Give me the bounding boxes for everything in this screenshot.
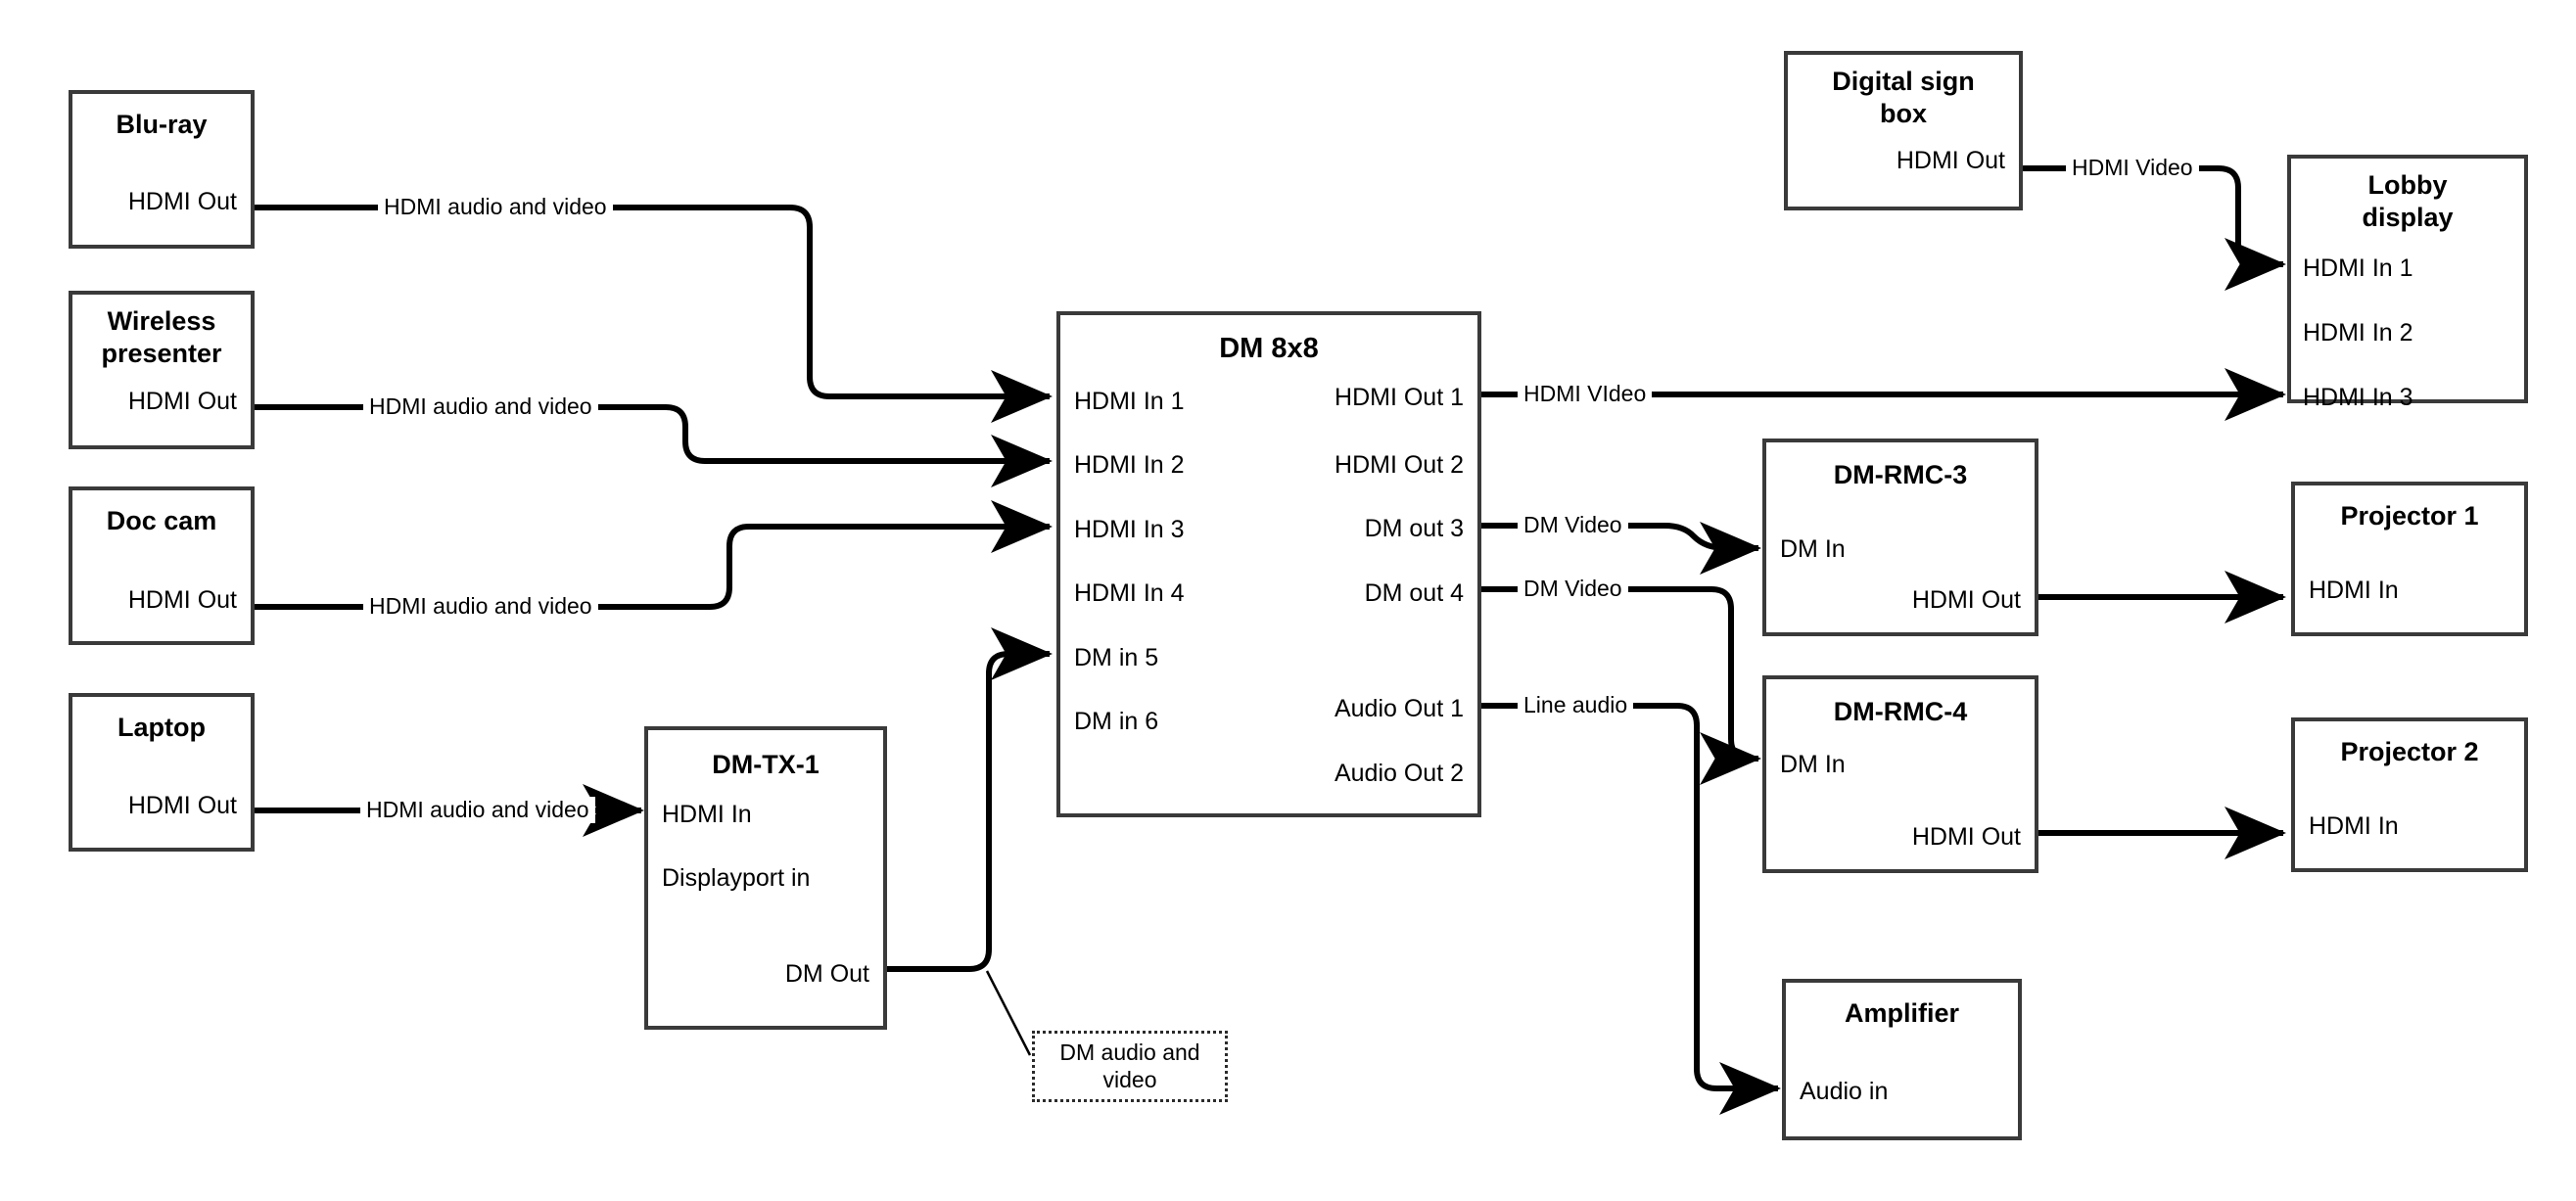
lobby-display-port-hdmi-in-2[interactable]: HDMI In 2 xyxy=(2303,319,2413,346)
dm-rmc-3-port-dm-in[interactable]: DM In xyxy=(1780,535,1846,563)
doc-cam-title: Doc cam xyxy=(106,506,217,535)
wire-dm-out4-to-rmc4 xyxy=(1480,586,1761,785)
projector-1-port-hdmi-in[interactable]: HDMI In xyxy=(2309,577,2399,604)
projector-2-title: Projector 2 xyxy=(2340,737,2479,766)
callout-dm-audio-and-video: DM audio and video xyxy=(1032,1031,1228,1102)
wire-sign-to-lobby-in1 xyxy=(2023,165,2286,291)
dm-8x8-port-audio-out-2[interactable]: Audio Out 2 xyxy=(1334,760,1464,787)
dm-8x8-port-dm-out-3[interactable]: DM out 3 xyxy=(1364,515,1464,542)
dm-8x8-port-audio-out-1[interactable]: Audio Out 1 xyxy=(1334,695,1464,722)
projector-2-port-hdmi-in[interactable]: HDMI In xyxy=(2309,812,2399,840)
wireless-presenter-title-line2: presenter xyxy=(101,339,222,368)
wire-label-sign-to-lobby: HDMI Video xyxy=(2066,155,2199,181)
device-box-blu-ray[interactable]: Blu-ray HDMI Out xyxy=(69,90,255,249)
device-box-digital-sign-box[interactable]: Digital sign box HDMI Out xyxy=(1784,51,2023,210)
wire-bluray-to-dm-in1 xyxy=(254,205,1053,423)
dm-8x8-port-hdmi-in-2[interactable]: HDMI In 2 xyxy=(1074,451,1185,479)
dm-8x8-port-hdmi-in-4[interactable]: HDMI In 4 xyxy=(1074,579,1185,607)
dm-rmc-4-title: DM-RMC-4 xyxy=(1833,697,1968,726)
dm-tx-1-port-hdmi-in[interactable]: HDMI In xyxy=(662,801,752,828)
dm-8x8-port-hdmi-in-1[interactable]: HDMI In 1 xyxy=(1074,388,1185,415)
wire-label-dm-out-3: DM Video xyxy=(1518,512,1628,538)
dm-8x8-port-dm-out-4[interactable]: DM out 4 xyxy=(1364,579,1464,607)
dm-8x8-port-hdmi-out-2[interactable]: HDMI Out 2 xyxy=(1335,451,1464,479)
device-box-wireless-presenter[interactable]: Wireless presenter HDMI Out xyxy=(69,291,255,449)
dm-rmc-4-port-dm-in[interactable]: DM In xyxy=(1780,751,1846,778)
wire-label-dm-out-4: DM Video xyxy=(1518,576,1628,602)
lobby-display-port-hdmi-in-1[interactable]: HDMI In 1 xyxy=(2303,254,2413,282)
dm-8x8-port-hdmi-out-1[interactable]: HDMI Out 1 xyxy=(1335,384,1464,411)
wire-label-laptop: HDMI audio and video xyxy=(360,797,595,823)
wireless-presenter-port-hdmi-out[interactable]: HDMI Out xyxy=(127,388,237,415)
dm-tx-1-port-displayport-in[interactable]: Displayport in xyxy=(662,864,811,892)
laptop-port-hdmi-out[interactable]: HDMI Out xyxy=(127,792,237,819)
wire-audio-out1-to-amplifier xyxy=(1480,703,1781,1115)
note-leader-line xyxy=(985,970,1032,1056)
amplifier-title: Amplifier xyxy=(1844,998,1960,1028)
device-box-doc-cam[interactable]: Doc cam HDMI Out xyxy=(69,486,255,645)
amplifier-port-audio-in[interactable]: Audio in xyxy=(1800,1078,1889,1105)
dm-8x8-port-dm-in-6[interactable]: DM in 6 xyxy=(1074,708,1159,735)
callout-line2: video xyxy=(1102,1066,1157,1092)
wireless-presenter-title-line1: Wireless xyxy=(107,306,216,336)
digital-sign-box-port-hdmi-out[interactable]: HDMI Out xyxy=(1896,147,2005,174)
dm-tx-1-port-dm-out[interactable]: DM Out xyxy=(784,960,869,988)
dm-8x8-port-hdmi-in-3[interactable]: HDMI In 3 xyxy=(1074,516,1185,543)
dm-8x8-title: DM 8x8 xyxy=(1219,333,1319,364)
device-box-dm-8x8[interactable]: DM 8x8 HDMI In 1 HDMI In 2 HDMI In 3 HDM… xyxy=(1056,311,1481,817)
laptop-title: Laptop xyxy=(117,713,206,742)
doc-cam-port-hdmi-out[interactable]: HDMI Out xyxy=(127,586,237,614)
digital-sign-box-title-line1: Digital sign xyxy=(1832,67,1975,96)
wire-label-hdmi-out-1: HDMI VIdeo xyxy=(1518,381,1653,407)
dm-rmc-3-title: DM-RMC-3 xyxy=(1833,460,1968,489)
wire-dmtx-to-dm-in5 xyxy=(886,627,1053,972)
wire-label-bluray: HDMI audio and video xyxy=(378,194,613,220)
wire-label-audio-out-1: Line audio xyxy=(1518,692,1634,718)
blu-ray-title: Blu-ray xyxy=(116,110,208,139)
device-box-dm-tx-1[interactable]: DM-TX-1 HDMI In Displayport in DM Out xyxy=(644,726,887,1030)
dm-8x8-port-dm-in-5[interactable]: DM in 5 xyxy=(1074,644,1159,671)
device-box-laptop[interactable]: Laptop HDMI Out xyxy=(69,693,255,852)
dm-tx-1-title: DM-TX-1 xyxy=(712,750,820,779)
wire-dm-out3-to-rmc3 xyxy=(1480,522,1761,575)
device-box-lobby-display[interactable]: Lobby display HDMI In 1 HDMI In 2 HDMI I… xyxy=(2287,155,2528,411)
lobby-display-title-line2: display xyxy=(2362,203,2454,232)
dm-rmc-4-port-hdmi-out[interactable]: HDMI Out xyxy=(1911,823,2021,851)
blu-ray-port-hdmi-out[interactable]: HDMI Out xyxy=(127,188,237,215)
wire-label-wireless: HDMI audio and video xyxy=(363,393,598,420)
lobby-display-port-hdmi-in-3[interactable]: HDMI In 3 xyxy=(2303,384,2413,411)
digital-sign-box-title-line2: box xyxy=(1879,99,1927,128)
wire-doccam-to-dm-in3 xyxy=(254,500,1053,610)
device-box-dm-rmc-4[interactable]: DM-RMC-4 DM In HDMI Out xyxy=(1762,675,2038,873)
dm-rmc-3-port-hdmi-out[interactable]: HDMI Out xyxy=(1911,586,2021,614)
wire-label-doccam: HDMI audio and video xyxy=(363,593,598,620)
device-box-projector-1[interactable]: Projector 1 HDMI In xyxy=(2291,482,2528,636)
lobby-display-title-line1: Lobby xyxy=(2367,170,2448,200)
device-box-amplifier[interactable]: Amplifier Audio in xyxy=(1782,979,2022,1140)
device-box-dm-rmc-3[interactable]: DM-RMC-3 DM In HDMI Out xyxy=(1762,439,2038,636)
projector-1-title: Projector 1 xyxy=(2340,501,2479,531)
callout-line1: DM audio and xyxy=(1059,1039,1200,1066)
device-box-projector-2[interactable]: Projector 2 HDMI In xyxy=(2291,717,2528,872)
wire-wireless-to-dm-in2 xyxy=(254,404,1053,487)
